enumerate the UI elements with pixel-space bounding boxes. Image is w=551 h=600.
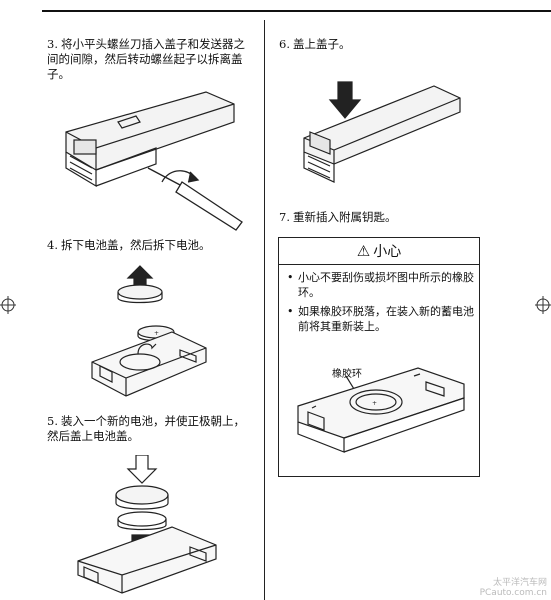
insert-battery-illustration <box>77 455 217 594</box>
step-7: 7.重新插入附属钥匙。 <box>279 210 479 225</box>
step-3-number: 3. <box>47 37 58 51</box>
step-5-number: 5. <box>47 414 58 428</box>
caution-bullet-1-text: 小心不要刮伤或损坏图中所示的橡胶环。 <box>298 271 474 299</box>
column-divider <box>264 20 265 600</box>
rubber-ring-callout: 橡胶环 <box>332 369 362 380</box>
step-5: 5.装入一个新的电池，并使正极朝上，然后盖上电池盖。 <box>47 414 252 444</box>
watermark: 太平洋汽车网 PCauto.com.cn <box>480 578 547 598</box>
step-6-text: 盖上盖子。 <box>293 37 351 51</box>
svg-text:+: + <box>154 330 159 337</box>
caution-box: ⚠小心 • 小心不要刮伤或损坏图中所示的橡胶环。 • 如果橡胶环脱落，在装入新的… <box>278 237 480 477</box>
remove-battery-illustration: + <box>91 265 207 397</box>
crop-mark-left-icon <box>0 296 16 314</box>
watermark-line-1: 太平洋汽车网 <box>492 578 547 588</box>
pry-cover-illustration <box>65 91 243 231</box>
warning-triangle-icon: ⚠ <box>356 242 371 260</box>
bullet-dot-icon: • <box>287 271 294 284</box>
step-7-number: 7. <box>279 210 290 224</box>
caution-bullet-2: • 如果橡胶环脱落，在装入新的蓄电池前将其重新装上。 <box>287 304 475 334</box>
caution-title: 小心 <box>373 244 402 260</box>
caution-bullet-2-text: 如果橡胶环脱落，在装入新的蓄电池前将其重新装上。 <box>298 305 474 333</box>
close-cover-illustration <box>303 81 461 183</box>
svg-text:+: + <box>372 400 377 407</box>
step-5-text: 装入一个新的电池，并使正极朝上，然后盖上电池盖。 <box>47 414 245 443</box>
crop-mark-right-icon <box>535 296 551 314</box>
caution-bullet-1: • 小心不要刮伤或损坏图中所示的橡胶环。 <box>287 270 475 300</box>
step-4: 4.拆下电池盖，然后拆下电池。 <box>47 238 252 253</box>
step-3: 3.将小平头螺丝刀插入盖子和发送器之间的间隙，然后转动螺丝起子以拆离盖子。 <box>47 37 252 82</box>
step-4-number: 4. <box>47 238 58 252</box>
watermark-line-2: PCauto.com.cn <box>479 588 547 598</box>
step-4-text: 拆下电池盖，然后拆下电池。 <box>61 238 211 252</box>
page-header <box>42 0 551 14</box>
step-6: 6.盖上盖子。 <box>279 37 479 52</box>
caution-header: ⚠小心 <box>279 238 479 265</box>
header-rule <box>42 10 551 12</box>
step-6-number: 6. <box>279 37 290 51</box>
step-3-text: 将小平头螺丝刀插入盖子和发送器之间的间隙，然后转动螺丝起子以拆离盖子。 <box>47 37 245 81</box>
bullet-dot-icon: • <box>287 305 294 318</box>
rubber-ring-illustration: + <box>297 367 465 453</box>
step-7-text: 重新插入附属钥匙。 <box>293 210 397 224</box>
